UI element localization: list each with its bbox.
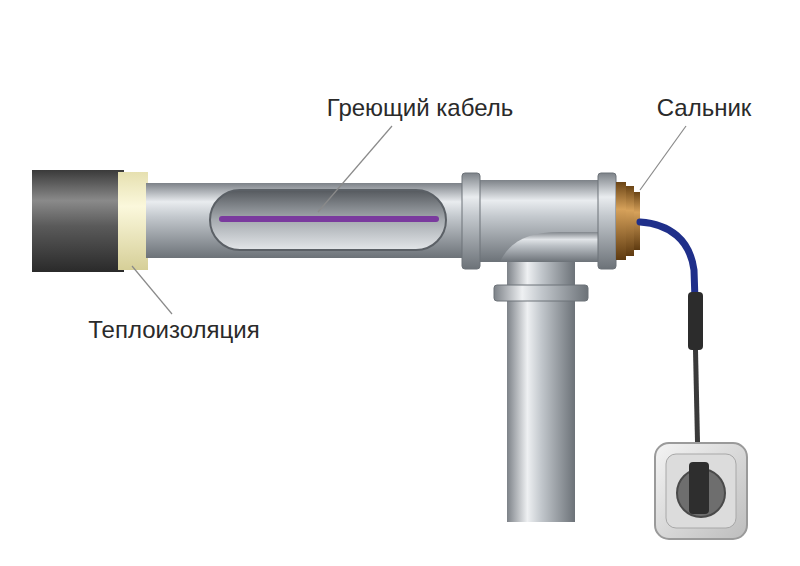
tee-fitting	[468, 180, 608, 262]
tee-collar	[598, 173, 616, 269]
leader-line	[318, 126, 392, 212]
gland	[626, 186, 634, 256]
insulation-jacket	[32, 170, 124, 272]
pipe-collar	[494, 285, 588, 301]
power-cable	[640, 222, 695, 300]
socket	[655, 443, 747, 539]
tee-branch	[500, 232, 600, 262]
callout-label: Теплоизоляция	[88, 316, 259, 344]
pipe	[146, 183, 470, 258]
tee-collar	[462, 173, 480, 269]
callout-label: Греющий кабель	[327, 94, 513, 122]
vertical-pipe	[507, 232, 575, 522]
callout-label: Сальник	[657, 94, 752, 122]
pipe-cutaway	[210, 190, 446, 250]
insulation-layer	[118, 172, 148, 270]
socket	[666, 454, 736, 528]
cable-coupling	[688, 292, 703, 350]
leader-line	[640, 126, 686, 190]
plug	[689, 462, 709, 514]
gland	[616, 182, 626, 260]
heating-cable	[222, 216, 436, 222]
leader-line	[132, 266, 172, 314]
